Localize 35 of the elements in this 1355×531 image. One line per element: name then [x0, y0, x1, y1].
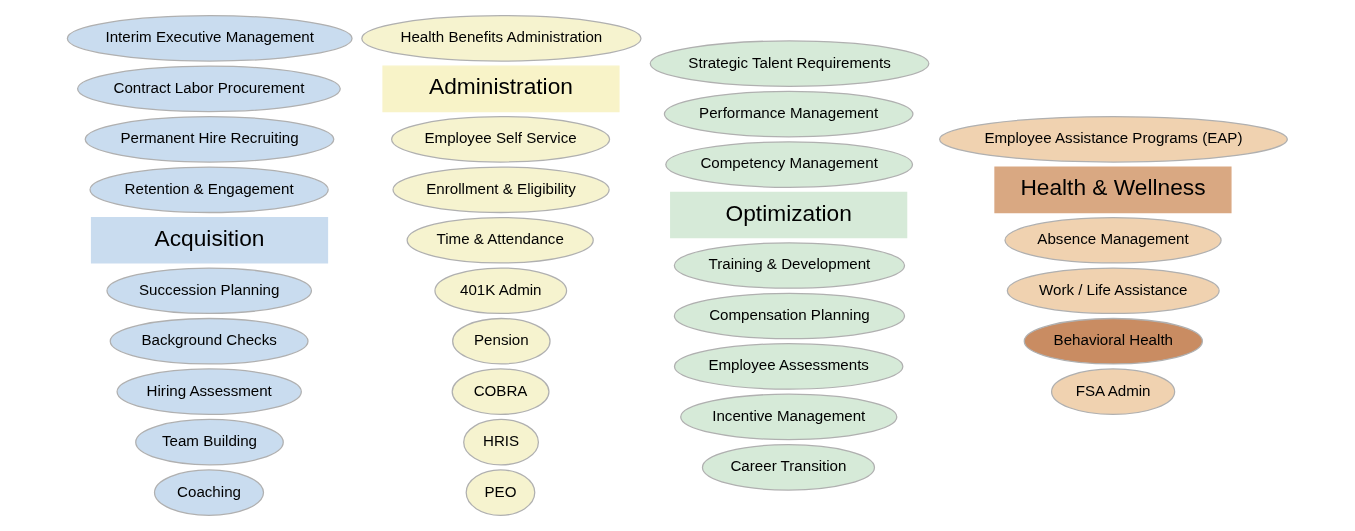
node-ellipse: Employee Self Service — [391, 116, 611, 163]
node-ellipse: Retention & Engagement — [89, 166, 329, 214]
node-ellipse: Training & Development — [673, 242, 906, 289]
node-ellipse: Coaching — [153, 469, 265, 516]
node-ellipse: Compensation Planning — [673, 292, 906, 340]
node-ellipse: Behavioral Health — [1023, 317, 1204, 365]
node-ellipse: Competency Management — [665, 141, 914, 188]
node-ellipse: Time & Attendance — [406, 216, 594, 264]
node-ellipse: Pension — [452, 317, 551, 365]
node-ellipse: Enrollment & Eligibility — [392, 166, 610, 214]
node-ellipse: Succession Planning — [106, 267, 313, 315]
node-ellipse: Hiring Assessment — [116, 368, 302, 415]
node-ellipse: HRIS — [463, 418, 540, 466]
node-ellipse: Performance Management — [663, 90, 914, 138]
label: Acquisition — [154, 224, 265, 251]
node-ellipse: COBRA — [451, 368, 550, 415]
node-ellipse: FSA Admin — [1050, 368, 1176, 415]
node-ellipse: Interim Executive Management — [66, 15, 353, 62]
node-ellipse: Permanent Hire Recruiting — [84, 116, 335, 163]
node-ellipse: Career Transition — [701, 444, 876, 491]
node-ellipse: Strategic Talent Requirements — [649, 40, 930, 87]
node-ellipse: PEO — [465, 469, 536, 516]
node-ellipse: Background Checks — [109, 317, 309, 365]
node-ellipse: Absence Management — [1004, 216, 1222, 264]
node-ellipse: Contract Labor Procurement — [77, 65, 341, 113]
node-ellipse: 401K Admin — [434, 267, 568, 315]
node-ellipse: Work / Life Assistance — [1006, 267, 1220, 315]
node-ellipse: Incentive Management — [680, 393, 898, 441]
node-ellipse: Health Benefits Administration — [361, 15, 642, 62]
node-ellipse: Employee Assistance Programs (EAP) — [938, 116, 1288, 163]
label: Optimization — [725, 199, 852, 226]
label: Administration — [429, 73, 573, 100]
node-ellipse: Team Building — [135, 418, 284, 466]
node-ellipse: Employee Assessments — [673, 343, 904, 390]
label: Health & Wellness — [1020, 174, 1206, 201]
